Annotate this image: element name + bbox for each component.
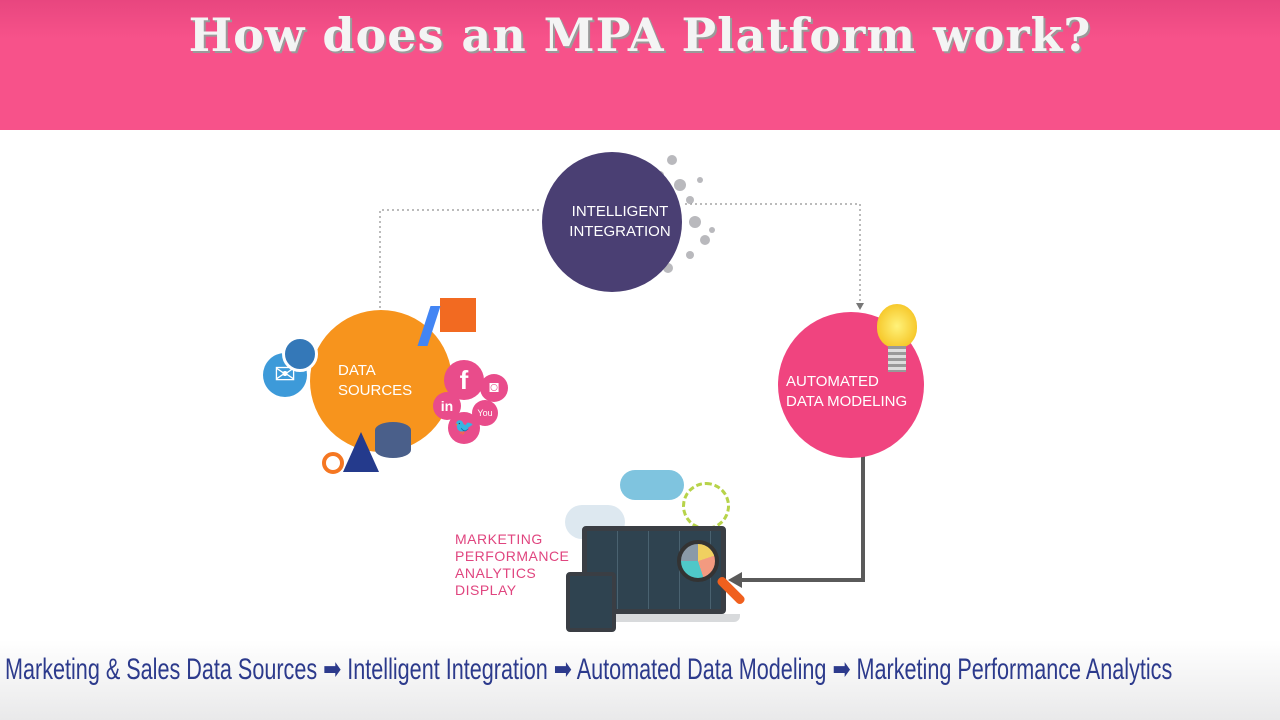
google-analytics-icon bbox=[440, 298, 476, 332]
arrowhead-left bbox=[728, 572, 742, 588]
lightbulb-base-icon bbox=[888, 346, 906, 372]
instagram-icon: ◙ bbox=[480, 374, 508, 402]
caption-bar: Marketing & Sales Data Sources ➡ Intelli… bbox=[0, 640, 1280, 720]
node-label-line: ANALYTICS bbox=[455, 565, 537, 581]
cloud-icon bbox=[620, 470, 684, 500]
dynamics-icon bbox=[343, 432, 379, 472]
dotted-connector-integration-modeling bbox=[685, 203, 861, 305]
mailchimp-icon bbox=[282, 336, 318, 372]
connector-modeling-analytics bbox=[738, 455, 865, 582]
hubspot-icon bbox=[322, 452, 344, 474]
magnifier-icon bbox=[677, 540, 719, 582]
dotted-connector-sources-integration bbox=[379, 209, 540, 308]
node-label-line: SOURCES bbox=[338, 382, 413, 399]
flow-caption: Marketing & Sales Data Sources ➡ Intelli… bbox=[5, 653, 1173, 686]
node-label-line: MARKETING bbox=[455, 531, 543, 547]
arrowhead-down bbox=[856, 303, 864, 310]
node-label-line: DATA bbox=[338, 362, 376, 379]
gears-icon bbox=[682, 482, 730, 530]
node-label-line: INTELLIGENT bbox=[571, 203, 669, 220]
node-label-line: DATA MODELING bbox=[786, 393, 908, 410]
node-label-line: INTEGRATION bbox=[569, 223, 671, 240]
header-banner: How does an MPA Platform work? bbox=[0, 0, 1280, 130]
node-marketing-performance-analytics: MARKETING PERFORMANCE ANALYTICS DISPLAY bbox=[455, 531, 569, 599]
twitter-icon: 🐦 bbox=[448, 412, 480, 444]
node-label-line: DISPLAY bbox=[455, 582, 517, 598]
node-intelligent-integration: INTELLIGENT INTEGRATION bbox=[542, 152, 682, 292]
tablet-device bbox=[566, 572, 616, 632]
node-label-line: PERFORMANCE bbox=[455, 548, 570, 564]
page-title: How does an MPA Platform work? bbox=[188, 8, 1092, 62]
lightbulb-icon bbox=[877, 304, 917, 348]
laptop-base bbox=[572, 614, 740, 622]
node-label-line: AUTOMATED bbox=[786, 373, 879, 390]
database-icon bbox=[375, 422, 411, 458]
